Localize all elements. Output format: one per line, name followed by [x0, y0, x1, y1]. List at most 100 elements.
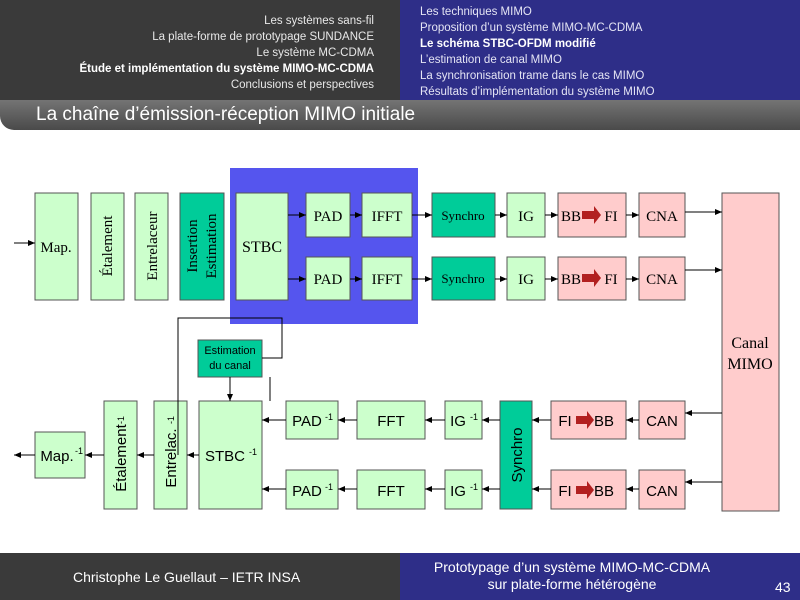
- rx-can-label-2: CAN: [646, 483, 678, 500]
- footer-right-panel: Prototypage d’un système MIMO-MC-CDMA su…: [400, 553, 800, 600]
- tx-map-label: Map.: [40, 240, 71, 256]
- tx-etalement-label: Étalement: [99, 215, 116, 277]
- rx-entrelac-label: Entrelac.: [163, 428, 180, 487]
- nav-item-mimo-mc-cdma[interactable]: Étude et implémentation du système MIMO-…: [79, 63, 374, 75]
- tx-insertion-box: [179, 192, 225, 301]
- page-number: 43: [775, 579, 791, 595]
- rx-map-label: Map.: [40, 448, 73, 465]
- rx-ig-sup-1: -1: [470, 412, 478, 422]
- title-bar: [0, 100, 800, 130]
- tx-pad-box-1: [305, 192, 351, 238]
- tx-ifft-label-2: IFFT: [372, 272, 403, 288]
- nav-subsections: Les techniques MIMO Proposition d’un sys…: [420, 4, 655, 100]
- rx-ig-label-1: IG: [450, 413, 466, 430]
- rx-map-sup: -1: [75, 446, 83, 456]
- rx-fft-label-1: FFT: [377, 413, 405, 430]
- tx-synchro-box-1: [431, 192, 496, 238]
- rx-fft-box-2: [356, 469, 426, 510]
- nav-item-mc-cdma[interactable]: Le système MC-CDMA: [256, 47, 374, 59]
- canal-label: Canal: [731, 335, 769, 352]
- tx-cna-box-1: [638, 192, 686, 238]
- nav-item-conclusions[interactable]: Conclusions et perspectives: [230, 79, 374, 91]
- footer-author: Christophe Le Guellaut – IETR INSA: [73, 569, 301, 585]
- rx-etalement-box: [103, 400, 138, 510]
- tx-pad-label-1: PAD: [314, 209, 343, 225]
- rx-estimation-label-1: Estimation: [204, 345, 255, 357]
- rx-pad-box-1: [285, 400, 339, 440]
- arrow-right-icon: [582, 269, 601, 287]
- rx-entrelac-sup: -1: [166, 416, 176, 424]
- rx-etalement-sup: -1: [116, 416, 126, 424]
- rx-ig-box-2: [444, 469, 483, 510]
- arrow-right-icon: [576, 411, 594, 429]
- tx-stbc-box: [235, 192, 289, 301]
- tx-entrelaceur-box: [134, 192, 169, 301]
- nav-item-sans-fil[interactable]: Les systèmes sans-fil: [264, 15, 374, 27]
- nav-sub-synchronisation[interactable]: La synchronisation trame dans le cas MIM…: [420, 70, 645, 82]
- tx-cna-box-2: [638, 256, 686, 301]
- nav-sub-estimation[interactable]: L’estimation de canal MIMO: [420, 54, 562, 66]
- tx-bbfi-bb-1: BB: [561, 209, 581, 225]
- slide-title: La chaîne d’émission-réception MIMO init…: [36, 104, 416, 125]
- rx-connectors: [14, 317, 722, 492]
- rx-synchro-label: Synchro: [509, 427, 526, 482]
- nav-sub-resultats[interactable]: Résultats d’implémentation du système MI…: [420, 86, 655, 98]
- rx-stbc-label: STBC: [205, 448, 245, 465]
- tx-ifft-box-1: [361, 192, 413, 238]
- rx-ig-label-2: IG: [450, 483, 466, 500]
- rx-fibb-fi-1: FI: [558, 413, 571, 430]
- rx-pad-label-1: PAD: [292, 413, 322, 430]
- tx-ig-label-2: IG: [518, 272, 534, 288]
- footer-title: Prototypage d’un système MIMO-MC-CDMA su…: [422, 559, 722, 593]
- tx-bbfi-fi-2: FI: [604, 272, 617, 288]
- rx-fibb-fi-2: FI: [558, 483, 571, 500]
- arrow-right-icon: [582, 206, 601, 224]
- nav-item-sundance[interactable]: La plate-forme de prototypage SUNDANCE: [152, 31, 374, 43]
- tx-etalement-box: [90, 192, 125, 301]
- rx-pad-sup-2: -1: [325, 482, 333, 492]
- tx-ig-label-1: IG: [518, 209, 534, 225]
- arrow-right-icon: [576, 481, 594, 499]
- nav-sections: Les systèmes sans-fil La plate-forme de …: [79, 13, 374, 93]
- rx-etalement-label: Étalement: [113, 423, 130, 491]
- tx-estimation-label: Estimation: [204, 213, 220, 278]
- tx-synchro-box-2: [431, 256, 496, 301]
- tx-stbc-label: STBC: [242, 239, 282, 256]
- tx-entrelaceur-label: Entrelaceur: [145, 211, 161, 280]
- tx-cna-label-2: CNA: [646, 272, 678, 288]
- rx-can-box-2: [638, 469, 686, 510]
- header-right-panel: Les techniques MIMO Proposition d’un sys…: [400, 0, 800, 100]
- mimo-label: MIMO: [727, 356, 772, 373]
- tx-map-box: [34, 192, 79, 301]
- rx-synchro-box: [499, 400, 533, 510]
- rx-pad-box-2: [285, 469, 339, 510]
- rx-fibb-box-2: [550, 469, 627, 510]
- tx-synchro-label-1: Synchro: [441, 208, 484, 223]
- tx-bbfi-fi-1: FI: [604, 209, 617, 225]
- tx-insertion-label: Insertion: [185, 219, 201, 273]
- footer-title-line-2: sur plate-forme hétérogène: [487, 576, 657, 592]
- tx-bbfi-bb-2: BB: [561, 272, 581, 288]
- rx-fibb-bb-1: BB: [594, 413, 614, 430]
- canal-mimo-box: [721, 192, 780, 512]
- footer-title-line-1: Prototypage d’un système MIMO-MC-CDMA: [433, 559, 711, 575]
- rx-can-label-1: CAN: [646, 413, 678, 430]
- tx-cna-label-1: CNA: [646, 209, 678, 225]
- rx-map-box: [34, 431, 86, 479]
- tx-synchro-label-2: Synchro: [441, 271, 484, 286]
- tx-ifft-box-2: [361, 256, 413, 301]
- rx-pad-label-2: PAD: [292, 483, 322, 500]
- nav-sub-stbc-ofdm[interactable]: Le schéma STBC-OFDM modifié: [420, 38, 596, 50]
- tx-connectors: [14, 209, 722, 282]
- rx-ig-sup-2: -1: [470, 482, 478, 492]
- footer-left-panel: Christophe Le Guellaut – IETR INSA: [0, 553, 400, 600]
- rx-pad-sup-1: -1: [325, 412, 333, 422]
- nav-sub-techniques-mimo[interactable]: Les techniques MIMO: [420, 6, 532, 18]
- header-left-panel: Les systèmes sans-fil La plate-forme de …: [0, 0, 400, 100]
- nav-sub-proposition[interactable]: Proposition d’un système MIMO-MC-CDMA: [420, 22, 643, 34]
- rx-can-box-1: [638, 400, 686, 440]
- tx-ig-box-2: [506, 256, 546, 301]
- rx-stbc-sup: -1: [249, 447, 257, 457]
- tx-ifft-label-1: IFFT: [372, 209, 403, 225]
